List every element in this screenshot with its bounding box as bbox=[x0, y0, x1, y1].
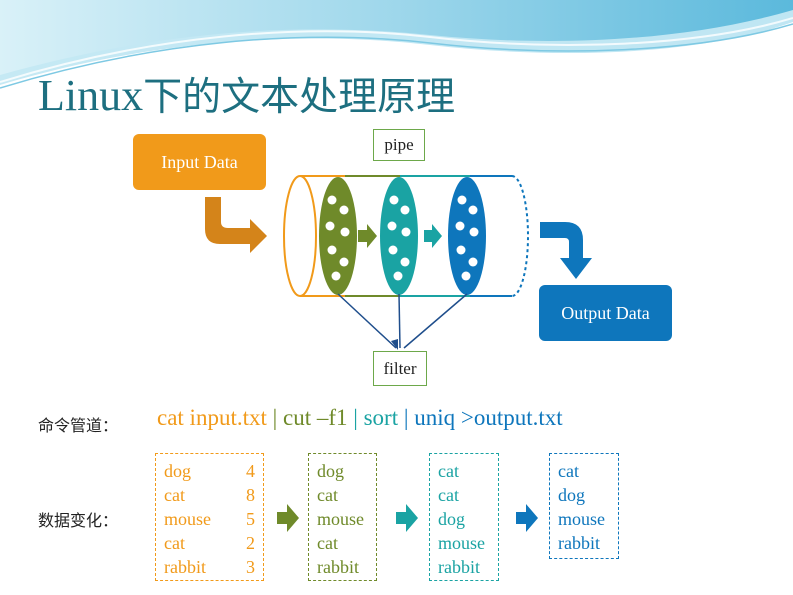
cell-text: 2 bbox=[246, 533, 255, 553]
cell-text: rabbit bbox=[164, 557, 206, 577]
cell-text: 4 bbox=[246, 461, 255, 481]
list-item: dog 4 bbox=[164, 459, 255, 483]
list-item: cat 2 bbox=[164, 531, 255, 555]
list-item: dog bbox=[438, 509, 465, 529]
cmd-cat: cat input.txt bbox=[157, 405, 267, 430]
filter-disc-cut bbox=[319, 177, 357, 295]
data-stage-cut: dog cat mouse cat rabbit bbox=[308, 453, 377, 581]
command-row-label: 命令管道： bbox=[38, 416, 119, 435]
list-item: mouse bbox=[438, 533, 485, 553]
curved-arrow-icon bbox=[540, 222, 592, 279]
list-item: dog bbox=[558, 485, 585, 505]
list-item: dog bbox=[317, 461, 344, 481]
filter-label: filter bbox=[373, 351, 427, 386]
list-item: cat bbox=[317, 485, 338, 505]
command-pipeline: cat input.txt | cut –f1 | sort | uniq >o… bbox=[157, 405, 563, 431]
data-stage-sort: cat cat dog mouse rabbit bbox=[429, 453, 499, 581]
cmd-cut: cut –f1 bbox=[282, 405, 348, 430]
list-item: rabbit 3 bbox=[164, 555, 255, 579]
cell-text: cat bbox=[164, 533, 185, 553]
list-item: rabbit bbox=[558, 533, 600, 553]
cmd-uniq: uniq >output.txt bbox=[414, 405, 563, 430]
list-item: mouse 5 bbox=[164, 507, 255, 531]
cmd-sep: | bbox=[347, 405, 364, 430]
data-stage-uniq: cat dog mouse rabbit bbox=[549, 453, 619, 559]
right-arrow-icon bbox=[516, 504, 538, 532]
list-item: rabbit bbox=[317, 557, 359, 577]
list-item: cat bbox=[438, 485, 459, 505]
data-stage-input: dog 4 cat 8 mouse 5 cat 2 rabbit 3 bbox=[155, 453, 264, 581]
cmd-sep: | bbox=[266, 405, 283, 430]
list-item: cat 8 bbox=[164, 483, 255, 507]
cell-text: dog bbox=[164, 461, 191, 481]
data-change-row-label: 数据变化： bbox=[38, 511, 119, 530]
right-arrow-icon bbox=[396, 504, 418, 532]
cell-text: mouse bbox=[164, 509, 211, 529]
filter-disc-uniq bbox=[448, 177, 486, 295]
cmd-sort: sort bbox=[363, 405, 399, 430]
filter-pointer-lines bbox=[337, 293, 468, 349]
list-item: cat bbox=[558, 461, 579, 481]
curved-arrow-icon bbox=[205, 197, 267, 253]
cell-text: cat bbox=[164, 485, 185, 505]
title-cjk: 下的文本处理原理 bbox=[143, 75, 456, 120]
right-arrow-icon bbox=[424, 224, 442, 248]
title-latin: Linux bbox=[38, 71, 144, 120]
pipe-cylinder bbox=[283, 175, 529, 297]
list-item: mouse bbox=[317, 509, 364, 529]
list-item: mouse bbox=[558, 509, 605, 529]
input-data-box: Input Data bbox=[133, 134, 266, 190]
list-item: cat bbox=[317, 533, 338, 553]
cmd-sep: | bbox=[398, 405, 415, 430]
right-arrow-icon bbox=[358, 224, 377, 248]
cell-text: 8 bbox=[246, 485, 255, 505]
list-item: rabbit bbox=[438, 557, 480, 577]
output-data-box: Output Data bbox=[539, 285, 672, 341]
filter-disc-sort bbox=[380, 177, 418, 295]
cell-text: 3 bbox=[246, 557, 255, 577]
cell-text: 5 bbox=[246, 509, 255, 529]
pipe-label: pipe bbox=[373, 129, 425, 161]
right-arrow-icon bbox=[277, 504, 299, 532]
page-title: Linux下的文本处理原理 bbox=[38, 66, 455, 122]
list-item: cat bbox=[438, 461, 459, 481]
